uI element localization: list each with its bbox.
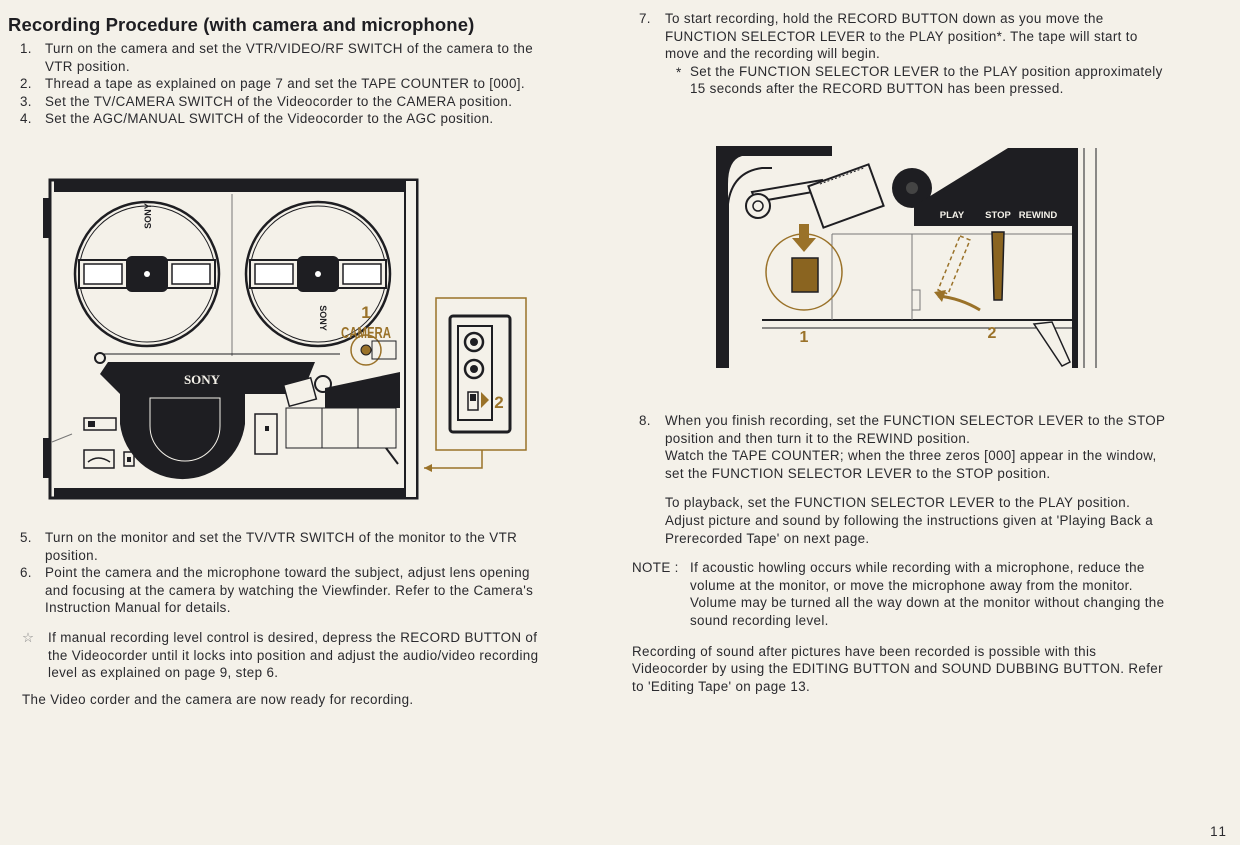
steps-top: 1.Turn on the camera and set the VTR/VID…	[8, 40, 548, 128]
closing-paragraph: Recording of sound after pictures have b…	[632, 643, 1163, 694]
left-column-lower: 5.Turn on the monitor and set the TV/VTR…	[8, 529, 548, 708]
side-panel-inset: 2	[424, 297, 527, 472]
step-7-footnote: * Set the FUNCTION SELECTOR LEVER to the…	[676, 63, 1163, 97]
step-8: 8. When you finish recording, set the FU…	[639, 413, 1166, 546]
star-icon: ☆	[22, 629, 35, 645]
function-selector-illustration: PLAY STOP REWIND 1 2	[716, 146, 1098, 368]
right-column: 7. To start recording, hold the RECORD B…	[632, 10, 1167, 98]
svg-text:1: 1	[361, 303, 370, 322]
step-7: 7. To start recording, hold the RECORD B…	[639, 11, 1138, 62]
head-brand-label: SONY	[184, 372, 221, 387]
manual-level-note: ☆ If manual recording level control is d…	[22, 629, 539, 681]
left-reel: SONY	[73, 200, 221, 348]
howling-note: NOTE : If acoustic howling occurs while …	[632, 560, 1165, 628]
lever-label-stop: STOP	[985, 210, 1011, 221]
callout-camera-switch: 1 CAMERA	[341, 303, 397, 366]
right-column-lower: 8. When you finish recording, set the FU…	[632, 412, 1167, 695]
ready-text: The Video corder and the camera are now …	[22, 691, 414, 707]
step-item: 3.Set the TV/CAMERA SWITCH of the Videoc…	[20, 93, 513, 109]
left-column: Recording Procedure (with camera and mic…	[8, 14, 548, 128]
step-item: 5.Turn on the monitor and set the TV/VTR…	[20, 530, 518, 563]
videocorder-illustration: SONY SONY SONY 1 CAMERA	[43, 178, 527, 500]
step-item: 1.Turn on the camera and set the VTR/VID…	[20, 41, 533, 74]
svg-text:1: 1	[800, 329, 809, 346]
reel-brand-label: SONY	[143, 203, 153, 229]
svg-text:CAMERA: CAMERA	[341, 325, 391, 342]
lever-label-play: PLAY	[940, 210, 965, 221]
callout-function-lever: 2	[934, 231, 1005, 342]
reel-brand-label: SONY	[318, 305, 328, 331]
right-reel: SONY	[244, 200, 392, 348]
svg-text:2: 2	[988, 325, 997, 342]
step-item: 6.Point the camera and the microphone to…	[20, 565, 534, 616]
steps-bottom: 5.Turn on the monitor and set the TV/VTR…	[8, 529, 548, 617]
head-cover: SONY	[100, 362, 315, 480]
page-number: 11	[1210, 824, 1228, 839]
svg-text:2: 2	[494, 393, 503, 412]
step-item: 4.Set the AGC/MANUAL SWITCH of the Video…	[20, 111, 494, 127]
step-item: 2.Thread a tape as explained on page 7 a…	[20, 76, 525, 92]
page-title: Recording Procedure (with camera and mic…	[8, 14, 475, 35]
lever-label-rewind: REWIND	[1019, 210, 1058, 221]
callout-record-button: 1	[765, 224, 843, 346]
